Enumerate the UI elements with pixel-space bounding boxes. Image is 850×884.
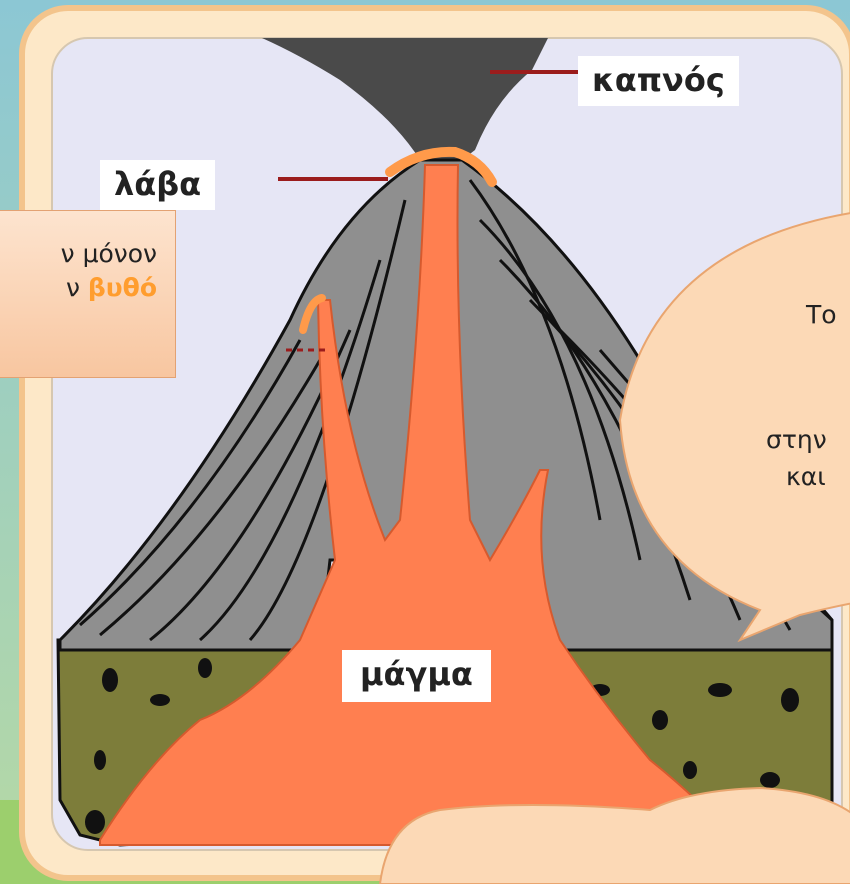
smoke-label: καπνός — [578, 56, 739, 106]
bubble-line-3: και — [786, 462, 826, 491]
note-line-1: ν μόνον — [0, 237, 157, 271]
bubble-line-2: στην — [766, 425, 827, 454]
note-highlight-word: βυθό — [88, 273, 157, 302]
note-line-2: ν βυθό — [0, 271, 157, 305]
bubble-line-1: Το — [806, 300, 837, 329]
note-line-2-prefix: ν — [66, 273, 88, 302]
magma-label: μάγμα — [342, 650, 491, 702]
lava-label: λάβα — [100, 160, 215, 210]
info-note-left: ν μόνον ν βυθό — [0, 210, 176, 378]
